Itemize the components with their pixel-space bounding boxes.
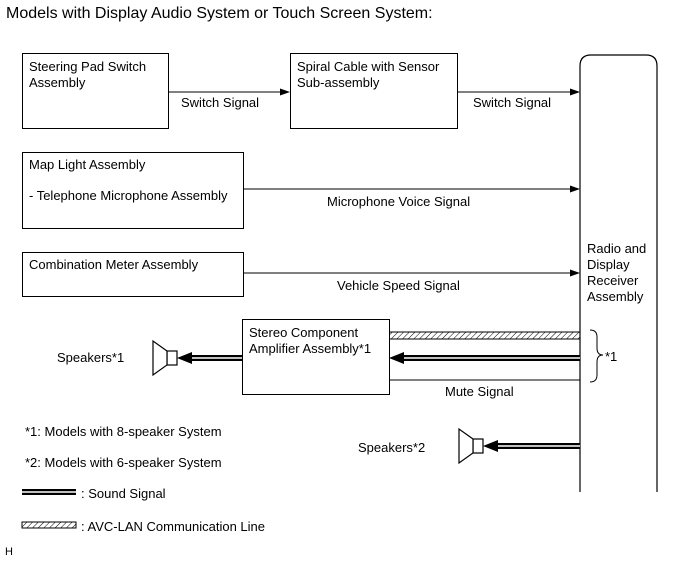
stereo-amplifier-box (242, 319, 390, 395)
stereo-amplifier-label: Stereo Component Amplifier Assembly*1 (249, 325, 372, 356)
arrow-icon (177, 352, 192, 364)
arrow-icon (280, 88, 290, 96)
mute-signal-label: Mute Signal (445, 384, 514, 399)
spiral-cable-box (290, 53, 458, 129)
telephone-microphone-label: - Telephone Microphone Assembly (29, 188, 228, 203)
arrow-icon (389, 352, 404, 364)
legend-sound-signal-label: : Sound Signal (81, 486, 166, 501)
speakers-2-label: Speakers*2 (358, 440, 426, 455)
legend-avc-lan-label: : AVC-LAN Communication Line (81, 519, 266, 534)
avc-lan-line (388, 331, 581, 340)
combination-meter-label: Combination Meter Assembly (29, 257, 199, 272)
speakers-1-label: Speakers*1 (57, 350, 125, 365)
arrow-icon (483, 440, 498, 452)
steering-pad-switch-label: Steering Pad Switch Assembly (29, 59, 147, 90)
figure-code: H (5, 546, 13, 558)
vehicle-speed-label: Vehicle Speed Signal (337, 278, 460, 293)
speaker-icon (152, 339, 178, 377)
brace-label: *1 (605, 349, 618, 364)
switch-signal-2-label: Switch Signal (473, 95, 552, 110)
radio-receiver-label: Radio and Display Receiver Assembly (587, 241, 647, 304)
radio-receiver-outline (579, 54, 658, 492)
combination-meter-box (22, 252, 244, 297)
note-1: *1: Models with 8-speaker System (25, 424, 222, 439)
speaker-icon (458, 427, 484, 465)
legend-avc-lan-symbol (21, 521, 77, 529)
map-light-box (22, 152, 244, 229)
arrow-icon (570, 88, 580, 96)
note-2: *2: Models with 6-speaker System (25, 455, 222, 470)
spiral-cable-label: Spiral Cable with Sensor Sub-assembly (297, 59, 440, 90)
arrow-icon (570, 269, 580, 277)
map-light-label: Map Light Assembly (29, 157, 146, 172)
arrow-icon (570, 185, 580, 193)
steering-pad-switch-box (22, 53, 169, 129)
page-title: Models with Display Audio System or Touc… (6, 5, 433, 22)
switch-signal-1-label: Switch Signal (181, 95, 260, 110)
microphone-voice-label: Microphone Voice Signal (327, 194, 471, 209)
brace (589, 329, 604, 383)
